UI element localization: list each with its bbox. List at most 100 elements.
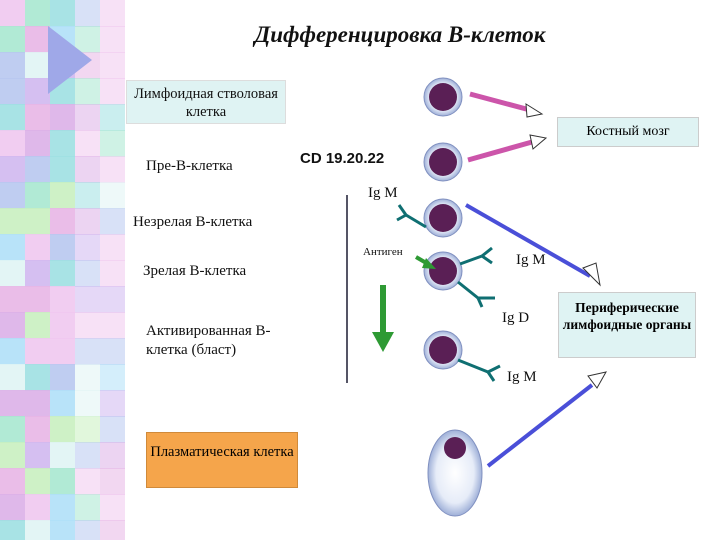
receptor-ig-m-activated	[457, 358, 501, 382]
mosaic-tile	[100, 234, 125, 261]
arrow-to-periphery	[465, 203, 601, 287]
mosaic-tile	[0, 260, 25, 287]
mature-b-cell	[423, 251, 463, 291]
decorative-mosaic	[0, 0, 125, 540]
immature-b-cell	[423, 198, 463, 238]
mosaic-tile	[25, 364, 50, 391]
peripheral-organs-label: Периферические лимфоидные органы	[558, 292, 696, 358]
mosaic-tile	[0, 520, 25, 540]
mosaic-tile	[75, 338, 100, 365]
mosaic-tile	[0, 338, 25, 365]
mosaic-tile	[25, 520, 50, 540]
mosaic-tile	[100, 260, 125, 287]
mosaic-tile	[50, 390, 75, 417]
mosaic-tile	[50, 182, 75, 209]
receptor-ig-m-mature	[459, 246, 493, 266]
arrow-to-bone-marrow-2	[467, 134, 548, 163]
mosaic-tile	[0, 390, 25, 417]
mosaic-tile	[0, 234, 25, 261]
mosaic-tile	[50, 104, 75, 131]
mosaic-tile	[0, 312, 25, 339]
mosaic-tile	[0, 156, 25, 183]
mature-b-cell-label: Зрелая В-клетка	[143, 263, 247, 279]
mosaic-tile	[25, 182, 50, 209]
mosaic-tile	[75, 208, 100, 235]
mosaic-tile	[25, 416, 50, 443]
mosaic-tile	[50, 416, 75, 443]
mosaic-tile	[50, 364, 75, 391]
mosaic-tile	[50, 0, 75, 27]
mosaic-tile	[50, 494, 75, 521]
mosaic-tile	[100, 182, 125, 209]
page-title: Дифференцировка В-клеток	[254, 22, 546, 47]
mosaic-tile	[75, 0, 100, 27]
activated-b-cell-label: Активированная В-клетка (бласт)	[146, 323, 271, 358]
mosaic-tile	[0, 442, 25, 469]
mosaic-tile	[50, 442, 75, 469]
mosaic-tile	[0, 104, 25, 131]
arrow-from-periphery	[486, 371, 607, 468]
ig-m-label-3: Ig M	[507, 369, 537, 385]
mosaic-tile	[100, 26, 125, 53]
mosaic-tile	[50, 130, 75, 157]
mosaic-tile	[75, 468, 100, 495]
mosaic-tile	[100, 468, 125, 495]
mosaic-tile	[100, 338, 125, 365]
mosaic-tile	[25, 468, 50, 495]
mosaic-tile	[75, 156, 100, 183]
antigen-arrow	[414, 255, 436, 269]
mosaic-tile	[75, 286, 100, 313]
mosaic-tile	[0, 0, 25, 27]
mosaic-tile	[25, 78, 50, 105]
arrow-to-bone-marrow-1	[469, 91, 544, 118]
mosaic-tile	[0, 364, 25, 391]
mosaic-triangle	[48, 26, 92, 94]
mosaic-tile	[0, 416, 25, 443]
mosaic-tile	[100, 208, 125, 235]
mosaic-tile	[100, 442, 125, 469]
mosaic-tile	[100, 390, 125, 417]
mosaic-tile	[0, 130, 25, 157]
ig-m-label-1: Ig M	[368, 185, 398, 201]
mosaic-tile	[0, 208, 25, 235]
mosaic-tile	[25, 234, 50, 261]
mosaic-tile	[100, 312, 125, 339]
mosaic-tile	[50, 234, 75, 261]
mosaic-tile	[100, 52, 125, 79]
mosaic-tile	[25, 130, 50, 157]
mosaic-tile	[100, 0, 125, 27]
mosaic-tile	[100, 104, 125, 131]
mosaic-tile	[25, 390, 50, 417]
mosaic-tile	[0, 286, 25, 313]
antigen-label: Антиген	[363, 246, 403, 258]
mosaic-tile	[0, 182, 25, 209]
mosaic-tile	[25, 26, 50, 53]
mosaic-tile	[25, 0, 50, 27]
mosaic-tile	[100, 364, 125, 391]
cd-marker-label: CD 19.20.22	[300, 150, 385, 167]
mosaic-tile	[100, 520, 125, 540]
mosaic-tile	[75, 364, 100, 391]
ig-m-label-2: Ig M	[516, 252, 546, 268]
mosaic-tile	[50, 156, 75, 183]
mosaic-tile	[25, 286, 50, 313]
mosaic-tile	[75, 234, 100, 261]
mosaic-tile	[75, 416, 100, 443]
mosaic-tile	[0, 52, 25, 79]
mosaic-tile	[100, 156, 125, 183]
activated-b-cell	[423, 330, 463, 370]
mosaic-tile	[75, 312, 100, 339]
mosaic-tile	[100, 286, 125, 313]
mosaic-tile	[75, 520, 100, 540]
mosaic-tile	[0, 26, 25, 53]
mosaic-tile	[100, 78, 125, 105]
mosaic-tile	[25, 52, 50, 79]
receptor-ig-m-immature	[396, 204, 427, 229]
mosaic-tile	[25, 104, 50, 131]
receptor-ig-d	[457, 280, 495, 308]
mosaic-tile	[75, 104, 100, 131]
mosaic-tile	[50, 520, 75, 540]
mosaic-tile	[50, 260, 75, 287]
mosaic-tile	[100, 130, 125, 157]
mosaic-tile	[75, 390, 100, 417]
